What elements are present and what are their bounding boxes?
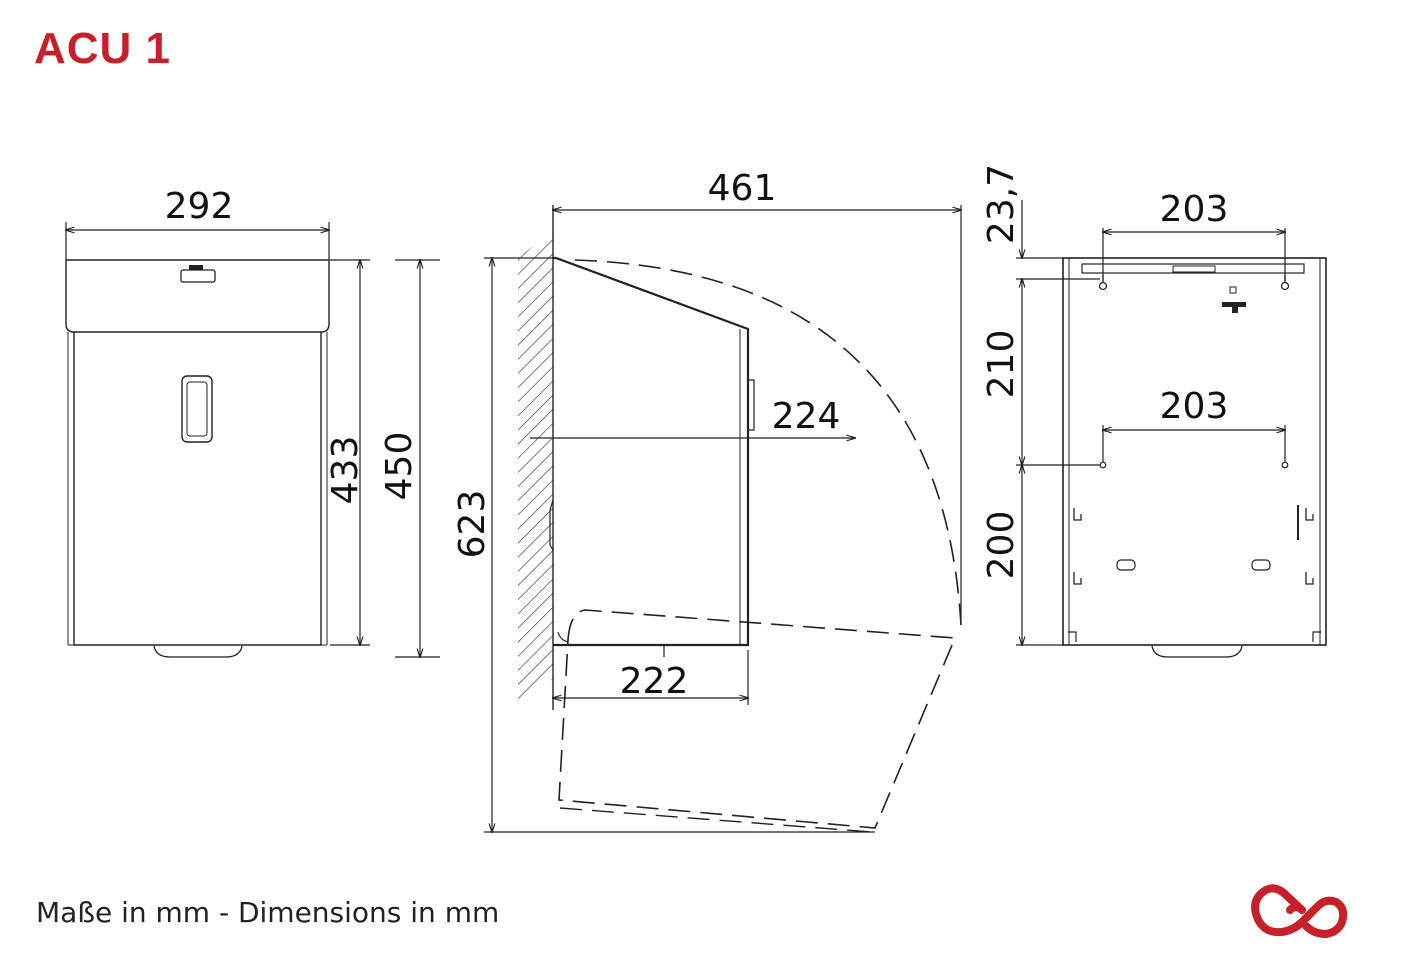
back-offset-top-label: 23,7 — [981, 164, 1022, 244]
back-spacing-top-label: 203 — [1160, 189, 1229, 230]
side-height-623-label: 623 — [452, 490, 493, 559]
back-vertical-200-label: 200 — [981, 511, 1022, 580]
back-spacing-mid-label: 203 — [1160, 386, 1229, 427]
page-title: ACU 1 — [34, 24, 172, 73]
front-height-433-label: 433 — [325, 436, 366, 505]
back-view: 203 203 23,7 210 200 — [981, 164, 1327, 658]
side-depth-461-label: 461 — [708, 168, 777, 209]
back-vertical-210-label: 210 — [981, 330, 1022, 399]
side-view: 461 224 222 623 — [452, 168, 961, 832]
infinity-knot-logo-icon — [1251, 884, 1348, 939]
front-view: 292 433 450 — [66, 186, 440, 657]
front-width-label: 292 — [165, 186, 234, 227]
side-depth-222-label: 222 — [620, 661, 689, 702]
front-height-450-label: 450 — [379, 432, 420, 501]
side-depth-224-label: 224 — [772, 396, 841, 437]
dimensions-note: Maße in mm - Dimensions in mm — [36, 896, 500, 929]
